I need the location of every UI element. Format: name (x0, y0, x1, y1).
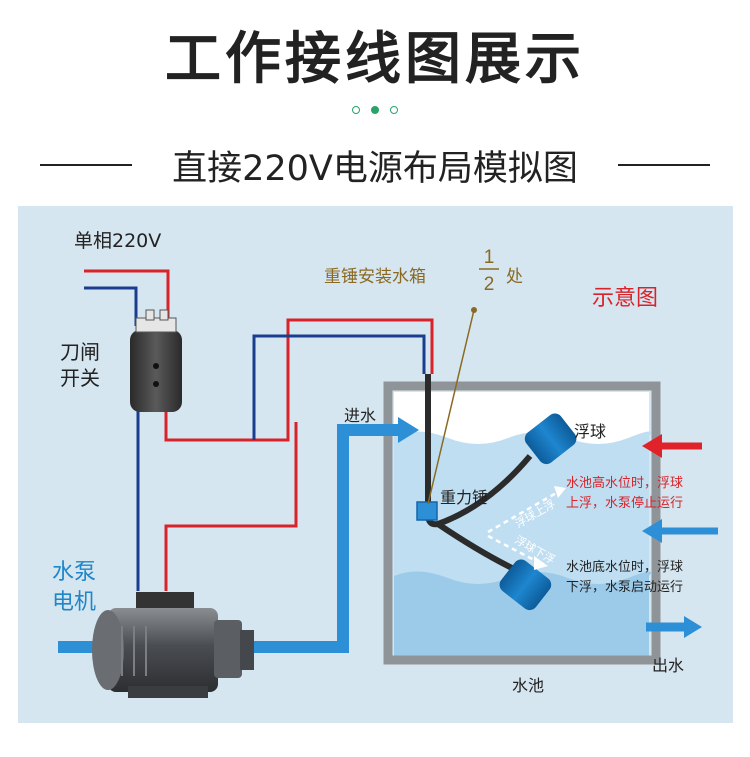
tank-water-lower (394, 571, 652, 660)
switch-wire-red (164, 318, 434, 442)
float-up-arrowhead-icon (554, 486, 566, 498)
float-up-dashed-arrow-icon (487, 490, 559, 534)
subtitle-rule-right (618, 164, 710, 166)
leader-line (427, 309, 475, 505)
motor-wire-red (164, 422, 298, 591)
water-in-label: 进水 (344, 406, 377, 425)
knife-switch-label-line2: 开关 (60, 366, 100, 390)
page-subtitle: 直接220V电源布局模拟图 (172, 149, 578, 189)
wiring-diagram: 1 2 浮球上浮 浮球下浮 (58, 247, 718, 698)
pump-motor-label-line1: 水泵 (52, 560, 97, 585)
single-phase-label: 单相220V (74, 230, 162, 252)
title-dots-decoration (350, 104, 400, 116)
float-cable-lower (436, 521, 514, 571)
supply-wire-red (84, 269, 170, 326)
high-level-note-line1: 水池高水位时，浮球 (566, 476, 684, 491)
page-title: 工作接线图展示 (165, 27, 585, 92)
schematic-label: 示意图 (592, 286, 659, 311)
high-level-note-line2: 上浮，水泵停止运行 (566, 496, 684, 511)
gravity-weight-icon (416, 501, 438, 521)
low-level-arrowhead-icon (642, 519, 662, 543)
water-out-arrow-icon (684, 616, 702, 638)
float-ball-label: 浮球 (574, 422, 607, 441)
float-ball-down-icon (499, 559, 552, 611)
weight-install-label: 重锤安装水箱 (324, 267, 426, 287)
float-wire-blue (252, 334, 426, 440)
pump-motor-label-line2: 电机 (52, 590, 97, 615)
low-level-note-line2: 下浮，水泵启动运行 (566, 580, 684, 595)
fraction-numerator: 1 (484, 247, 495, 268)
knife-switch-label-line1: 刀闸 (60, 340, 100, 364)
water-out-label: 出水 (652, 656, 685, 675)
dot-icon (390, 106, 398, 114)
float-down-arrowhead-icon (534, 556, 548, 570)
wiring-diagram-panel: 1 2 浮球上浮 浮球下浮 单相220V 刀闸 开关 水泵 电机 重锤安装水箱 … (18, 206, 733, 723)
float-down-dashed-arrow-icon (487, 534, 539, 564)
water-in-arrow-icon (398, 417, 419, 443)
float-ball-up-icon (524, 413, 577, 465)
leader-dot (471, 307, 477, 313)
water-tank (383, 381, 661, 665)
pool-label: 水池 (512, 676, 545, 695)
weight-label: 重力锤 (440, 488, 489, 507)
pump-motor-icon (92, 592, 254, 698)
supply-wire-blue (84, 286, 138, 326)
low-level-note-line1: 水池底水位时，浮球 (566, 560, 684, 575)
knife-switch-icon (130, 309, 182, 412)
weight-install-suffix: 处 (506, 267, 523, 287)
dot-icon (371, 106, 379, 114)
subtitle-rule-left (40, 164, 132, 166)
fraction-denominator: 2 (484, 274, 495, 295)
dot-icon (352, 106, 360, 114)
high-level-arrowhead-icon (642, 434, 662, 458)
